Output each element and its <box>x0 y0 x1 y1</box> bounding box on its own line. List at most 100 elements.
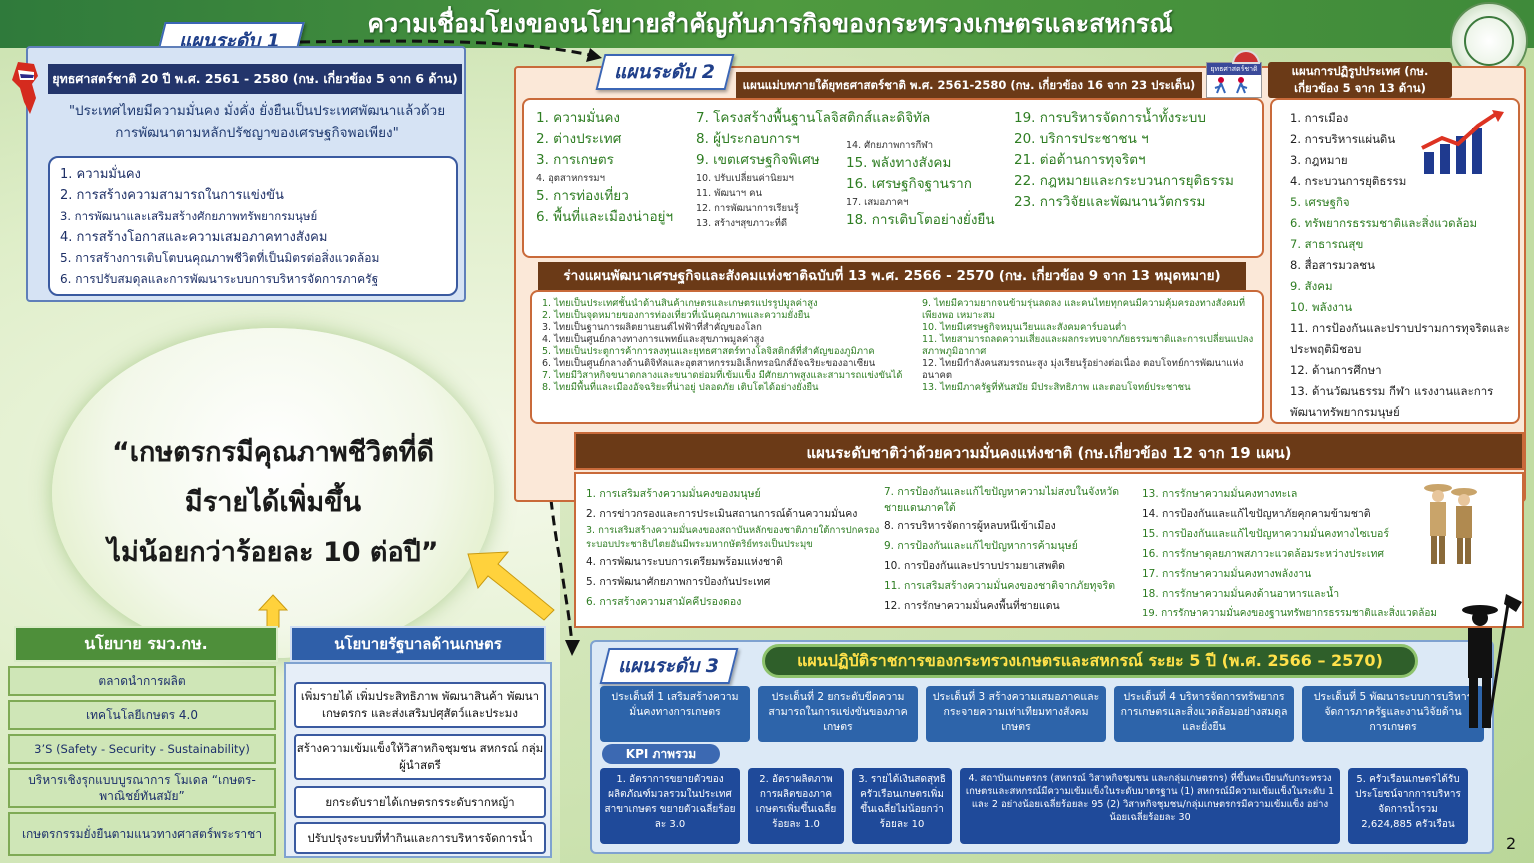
list-item: 6. พื้นที่และเมืองน่าอยู่ฯ <box>536 209 674 225</box>
list-item: 10. พลังงาน <box>1290 300 1353 314</box>
diagonal-arrow-icon <box>467 551 555 621</box>
list-item: 5. การท่องเที่ยว <box>536 188 629 204</box>
list-item: 6. ทรัพยากรธรรมชาติและสิ่งแวดล้อม <box>1290 216 1478 230</box>
list-item: 8. การบริหารจัดการผู้หลบหนีเข้าเมือง <box>884 520 1056 532</box>
minister-policy-header: นโยบาย รมว.กษ. <box>14 626 278 662</box>
strategic-issue-4: ประเด็นที่ 4 บริหารจัดการทรัพยากรการเกษต… <box>1114 686 1294 742</box>
list-item: 9. การป้องกันและแก้ไขปัญหาการค้ามนุษย์ <box>884 540 1078 552</box>
list-item: 1. ความมั่นคง <box>536 110 621 126</box>
level2-tag: แผนระดับ 2 <box>595 54 735 90</box>
plan13-col-right: 9. ไทยมีความยากจนข้ามรุ่นลดลง และคนไทยทุ… <box>922 298 1256 394</box>
list-item: 23. การวิจัยและพัฒนานวัตกรรม <box>1014 194 1206 210</box>
list-item: 1. การเสริมสร้างความมั่นคงของมนุษย์ <box>586 488 761 500</box>
level1-header: ยุทธศาสตร์ชาติ 20 ปี พ.ศ. 2561 - 2580 (ก… <box>48 64 462 94</box>
strategy-badge: ยุทธศาสตร์ชาติ <box>1206 62 1262 98</box>
minister-policy-item: เกษตรกรรมยั่งยืนตามแนวทางศาสตร์พระราชา <box>8 812 276 856</box>
connector-arrowhead-1 <box>586 48 602 62</box>
list-item: 19. การบริหารจัดการน้ำทั้งระบบ <box>1014 110 1206 126</box>
government-policy-header: นโยบายรัฐบาลด้านเกษตร <box>290 626 546 662</box>
list-item: 9. ไทยมีความยากจนข้ามรุ่นลดลง และคนไทยทุ… <box>922 298 1245 321</box>
minister-policy-item: ตลาดนำการผลิต <box>8 666 276 696</box>
national-security-plan-box: 1. การเสริมสร้างความมั่นคงของมนุษย์ 2. ก… <box>574 472 1524 628</box>
government-policy-item: เพิ่มรายได้ เพิ่มประสิทธิภาพ พัฒนาสินค้า… <box>294 682 546 728</box>
list-item: 3. กฎหมาย <box>1290 153 1348 167</box>
list-item: 12. ไทยมีกำลังคนสมรรถนะสูง มุ่งเรียนรู้อ… <box>922 358 1244 381</box>
list-item: 16. การรักษาดุลยภาพสภาวะแวดล้อมระหว่างปร… <box>1142 548 1385 560</box>
list-item: 5. ไทยเป็นประตูการค้าการลงทุนและยุทธศาสต… <box>542 346 875 357</box>
strategic-issue-1: ประเด็นที่ 1 เสริมสร้างความมั่นคงทางการเ… <box>600 686 750 742</box>
list-item: 10. การป้องกันและปราบปรามยาเสพติด <box>884 560 1065 572</box>
level1-to-level2-connector <box>299 39 591 57</box>
list-item: 10. ไทยมีเศรษฐกิจหมุนเวียนและสังคมคาร์บอ… <box>922 322 1127 333</box>
list-item: 6. การปรับสมดุลและการพัฒนาระบบการบริหารจ… <box>60 272 379 286</box>
list-item: 12. การรักษาความมั่นคงพื้นที่ชายแดน <box>884 600 1060 612</box>
master-plan-col-2: 7. โครงสร้างพื้นฐานโลจิสติกส์และดิจิทัล … <box>696 108 930 231</box>
security-col-2: 7. การป้องกันและแก้ไขปัญหาความไม่สงบในจั… <box>884 484 1134 616</box>
level1-strategy-list: 1. ความมั่นคง 2. การสร้างความสามารถในการ… <box>48 156 458 296</box>
list-item: 7. การป้องกันและแก้ไขปัญหาความไม่สงบในจั… <box>884 486 1120 514</box>
master-plan-col-1: 1. ความมั่นคง 2. ต่างประเทศ 3. การเกษตร … <box>536 108 673 228</box>
kpi-4: 4. สถาบันเกษตรกร (สหกรณ์ วิสาหกิจชุมชน แ… <box>960 768 1340 844</box>
runners-icon <box>1214 77 1248 94</box>
list-item: 17. เสมอภาคฯ <box>846 197 909 208</box>
national-plan-13-header: ร่างแผนพัฒนาเศรษฐกิจและสังคมแห่งชาติฉบับ… <box>538 262 1246 290</box>
minister-policy-item: 3’S (Safety - Security - Sustainability) <box>8 734 276 764</box>
government-policy-item: ปรับปรุงระบบที่ทำกินและการบริหารจัดการน้… <box>294 822 546 854</box>
list-item: 11. การป้องกันและปราบปรามการทุจริตและประ… <box>1290 321 1510 356</box>
government-policy-item: สร้างความเข้มแข็งให้วิสาหกิจชุมชน สหกรณ์… <box>294 734 546 780</box>
list-item: 7. ไทยมีวิสาหกิจขนาดกลางและขนาดย่อมที่เข… <box>542 370 903 381</box>
farmers-icon <box>1424 484 1477 564</box>
security-col-3: 13. การรักษาความมั่นคงทางทะเล 14. การป้อ… <box>1142 484 1442 624</box>
master-plan-col-4: 19. การบริหารจัดการน้ำทั้งระบบ 20. บริกา… <box>1014 108 1234 213</box>
list-item: 14. การป้องกันและแก้ไขปัญหาภัยคุกคามข้าม… <box>1142 508 1371 520</box>
strategic-issue-2: ประเด็นที่ 2 ยกระดับขีดความสามารถในการแข… <box>758 686 918 742</box>
strategy-badge-label: ยุทธศาสตร์ชาติ <box>1207 63 1261 75</box>
list-item: 17. การรักษาความมั่นคงทางพลังงาน <box>1142 568 1312 580</box>
kpi-3: 3. รายได้เงินสดสุทธิครัวเรือนเกษตรเพิ่มข… <box>852 768 952 844</box>
goal-line-3: ไม่น้อยกว่าร้อยละ 10 ต่อปี” <box>107 537 439 568</box>
list-item: 12. การพัฒนาการเรียนรู้ <box>696 203 799 214</box>
list-item: 2. การบริหารแผ่นดิน <box>1290 132 1396 146</box>
list-item: 7. สาธารณสุข <box>1290 237 1364 251</box>
list-item: 8. ผู้ประกอบการฯ <box>696 131 800 147</box>
list-item: 12. ด้านการศึกษา <box>1290 363 1382 377</box>
security-col-1: 1. การเสริมสร้างความมั่นคงของมนุษย์ 2. ก… <box>586 484 880 612</box>
kpi-1: 1. อัตราการขยายตัวของผลิตภัณฑ์มวลรวมในปร… <box>600 768 740 844</box>
national-plan-13-box: 1. ไทยเป็นประเทศชั้นนำด้านสินค้าเกษตรและ… <box>530 290 1264 424</box>
list-item: 3. การเสริมสร้างความมั่นคงของสถาบันหลักข… <box>586 525 880 550</box>
list-item: 4. ไทยเป็นศูนย์กลางทางการแพทย์และสุขภาพม… <box>542 334 765 345</box>
goal-line-2: มีรายได้เพิ่มขึ้น <box>184 487 362 518</box>
list-item: 21. ต่อต้านการทุจริตฯ <box>1014 152 1146 168</box>
reform-plan-header: แผนการปฏิรูปประเทศ (กษ. เกี่ยวข้อง 5 จาก… <box>1268 62 1452 98</box>
growth-chart-icon <box>1421 110 1504 174</box>
list-item: 15. พลังทางสังคม <box>846 155 952 171</box>
minister-policy-item: เทคโนโลยีเกษตร 4.0 <box>8 700 276 730</box>
list-item: 5. เศรษฐกิจ <box>1290 195 1350 209</box>
list-item: 19. การรักษาความมั่นคงของฐานทรัพยากรธรรม… <box>1142 608 1437 619</box>
list-item: 13. ไทยมีภาครัฐที่ทันสมัย มีประสิทธิภาพ … <box>922 382 1191 393</box>
list-item: 8. สื่อสารมวลชน <box>1290 258 1375 272</box>
list-item: 10. ปรับเปลี่ยนค่านิยมฯ <box>696 173 794 184</box>
list-item: 18. การรักษาความมั่นคงด้านอาหารและน้ำ <box>1142 588 1340 600</box>
thailand-map-flag-icon <box>12 62 38 114</box>
list-item: 14. ศักยภาพการกีฬา <box>846 140 934 151</box>
list-item: 5. การพัฒนาศักยภาพการป้องกันประเทศ <box>586 576 771 588</box>
level3-tag: แผนระดับ 3 <box>599 648 739 684</box>
list-item: 1. ไทยเป็นประเทศชั้นนำด้านสินค้าเกษตรและ… <box>542 298 818 309</box>
list-item: 16. เศรษฐกิจฐานราก <box>846 176 972 192</box>
list-item: 3. ไทยเป็นฐานการผลิตยานยนต์ไฟฟ้าที่สำคัญ… <box>542 322 762 333</box>
list-item: 4. การพัฒนาระบบการเตรียมพร้อมแห่งชาติ <box>586 556 783 568</box>
goal-statement: “เกษตรกรมีคุณภาพชีวิตที่ดี มีรายได้เพิ่ม… <box>70 428 476 578</box>
list-item: 4. อุตสาหกรรมฯ <box>536 173 605 184</box>
strategic-issue-3: ประเด็นที่ 3 สร้างความเสมอภาคและกระจายคว… <box>926 686 1106 742</box>
list-item: 22. กฎหมายและกระบวนการยุติธรรม <box>1014 173 1234 189</box>
list-item: 1. ความมั่นคง <box>60 167 141 182</box>
plan13-col-left: 1. ไทยเป็นประเทศชั้นนำด้านสินค้าเกษตรและ… <box>542 298 914 394</box>
list-item: 2. การข่าวกรองและการประเมินสถานการณ์ด้าน… <box>586 508 858 520</box>
page-number: 2 <box>1506 834 1517 853</box>
kpi-5: 5. ครัวเรือนเกษตรได้รับประโยชน์จากการบริ… <box>1348 768 1468 844</box>
list-item: 18. การเติบโตอย่างยั่งยืน <box>846 212 995 228</box>
list-item: 11. การเสริมสร้างความมั่นคงของชาติจากภัย… <box>884 580 1116 592</box>
list-item: 3. การเกษตร <box>536 152 614 168</box>
list-item: 13. ด้านวัฒนธรรม กีฬา แรงงานและการพัฒนาท… <box>1290 384 1494 419</box>
